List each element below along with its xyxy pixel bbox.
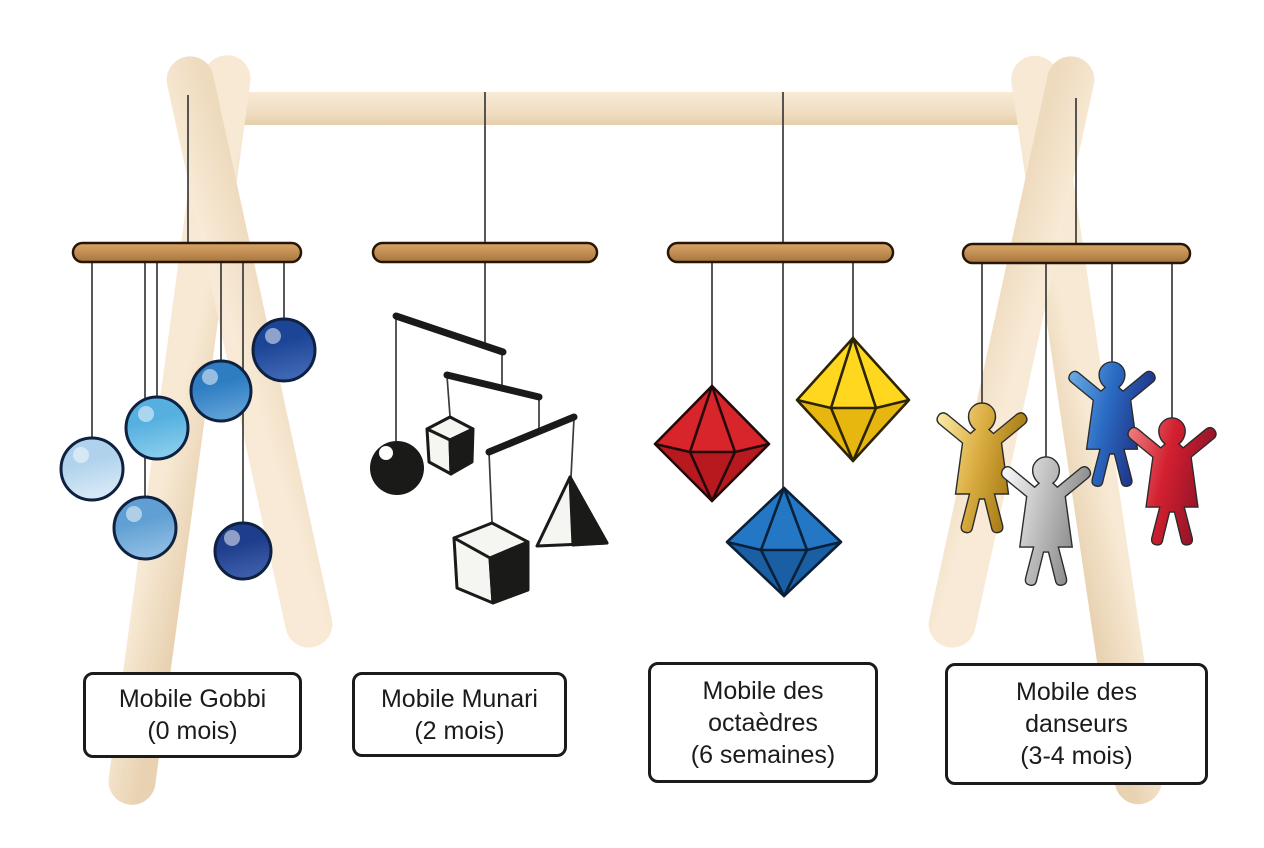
danseurs-strings [981,98,1173,458]
mobile-age: (3-4 mois) [1020,742,1133,770]
octa-strings [711,92,854,489]
mobile-age: (0 mois) [147,717,238,745]
munari-prism [535,475,609,548]
munari-strings [395,92,575,523]
munari-sphere-highlight [379,446,393,460]
octahedron-red [653,384,771,503]
munari-small-cube [425,415,475,476]
frame-top-beam [200,92,1043,125]
munari-rods [392,312,578,456]
mobile-age: (6 semaines) [690,740,836,769]
munari-bar [371,241,599,264]
gobbi-sphere-2 [112,495,178,561]
mobile-age: (2 mois) [414,716,505,745]
danseurs-bar [961,242,1192,265]
munari-large-cube [452,521,530,605]
mobile-name: Mobile Gobbi [118,685,267,713]
mobile-name: Mobile des octaèdres [702,676,824,737]
dancer-silver [1000,456,1092,587]
label-card-octaedres: Mobile des octaèdres (6 semaines) [648,662,878,783]
mobile-gobbi [59,95,317,581]
octa-bar [666,241,895,264]
gobbi-sphere-4 [189,359,253,423]
gobbi-sphere-highlights [73,328,281,546]
gobbi-sphere-1 [59,436,125,502]
dancer-gold [936,402,1028,534]
gobbi-sphere-3 [124,395,190,461]
munari-sphere [370,441,424,495]
octahedron-blue [725,486,843,598]
label-card-gobbi: Mobile Gobbi (0 mois) [83,672,302,758]
label-card-danseurs: Mobile des danseurs (3-4 mois) [945,663,1208,785]
dancer-red [1127,417,1217,546]
octahedron-yellow [795,336,911,463]
mobile-name: Mobile des danseurs [1016,678,1137,738]
label-card-munari: Mobile Munari (2 mois) [352,672,567,757]
mobile-danseurs [936,98,1217,587]
gobbi-bar [71,241,303,264]
gobbi-sphere-6 [251,317,317,383]
mobile-munari [370,92,609,605]
mobile-name: Mobile Munari [380,684,538,713]
gobbi-sphere-5 [213,521,273,581]
mobile-octaedres [653,92,911,598]
